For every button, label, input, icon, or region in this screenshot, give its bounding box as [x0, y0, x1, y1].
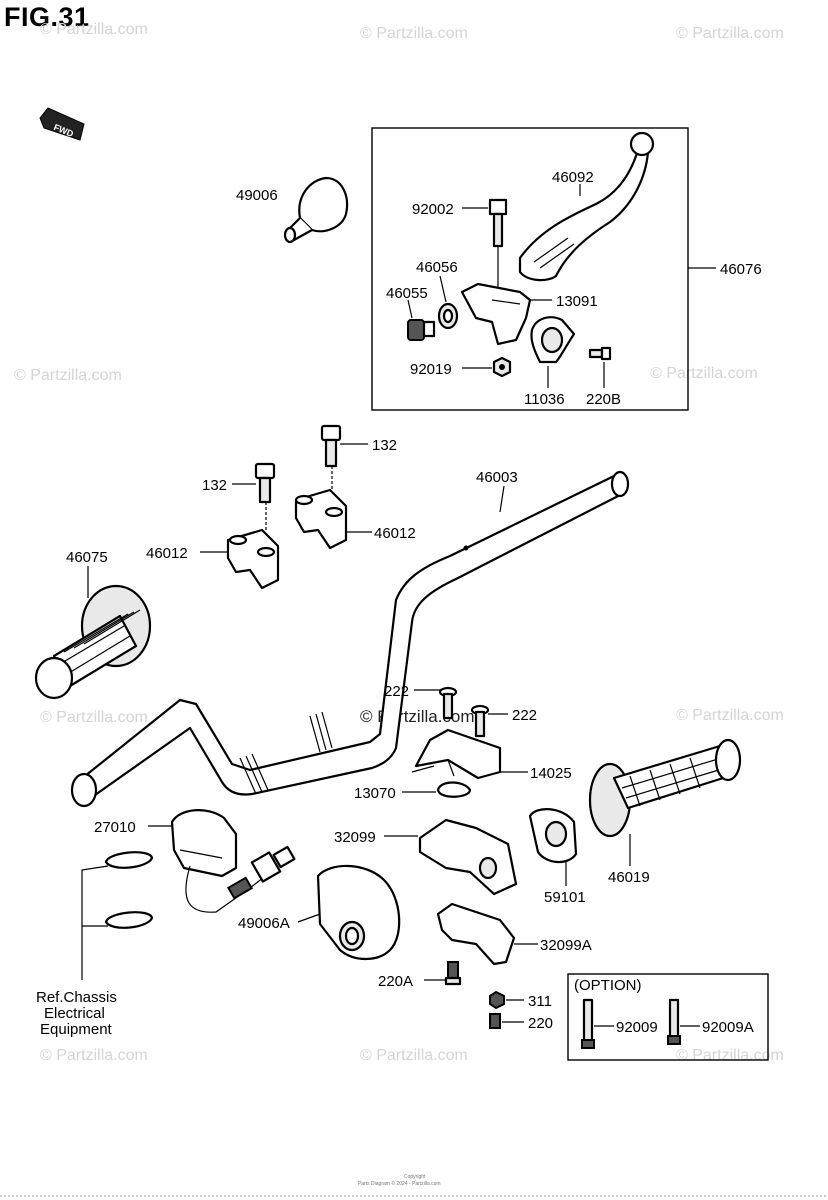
- part-59101: [528, 808, 578, 886]
- part-13091: [460, 282, 532, 346]
- part-92009A: [667, 998, 700, 1045]
- figure-title: FIG.31: [4, 2, 90, 32]
- label-132-lower: 132: [202, 477, 227, 494]
- fwd-arrow-icon: FWD: [39, 107, 85, 141]
- watermark: © Partzilla.com: [360, 25, 468, 42]
- label-220A: 220A: [378, 973, 413, 990]
- reference-note-line2: Electrical: [44, 1005, 105, 1022]
- label-14025: 14025: [530, 765, 572, 782]
- watermark: © Partzilla.com: [676, 25, 784, 42]
- watermark: © Partzilla.com: [40, 709, 148, 726]
- label-220: 220: [528, 1015, 553, 1032]
- part-222-a: [414, 686, 458, 720]
- label-92009A: 92009A: [702, 1019, 754, 1036]
- label-46075: 46075: [66, 549, 108, 566]
- label-222-b: 222: [512, 707, 537, 724]
- label-46019: 46019: [608, 869, 650, 886]
- part-132-upper: [320, 424, 368, 468]
- watermark-layer: © Partzilla.com © Partzilla.com © Partzi…: [14, 21, 784, 1064]
- label-46003: 46003: [476, 469, 518, 486]
- part-46019-grip: [588, 738, 742, 866]
- watermark: © Partzilla.com: [40, 1047, 148, 1064]
- center-watermark: © Partzilla.com: [360, 707, 475, 726]
- label-92009: 92009: [616, 1019, 658, 1036]
- label-46092: 46092: [552, 169, 594, 186]
- label-27010: 27010: [94, 819, 136, 836]
- part-27010-switch: [148, 809, 296, 913]
- part-311: [489, 990, 524, 1010]
- part-46056: [437, 302, 459, 330]
- watermark: © Partzilla.com: [676, 707, 784, 724]
- part-92002: [488, 198, 508, 290]
- part-220A: [424, 961, 462, 986]
- label-46012-lower: 46012: [146, 545, 188, 562]
- part-49006A: [297, 864, 401, 961]
- label-13070: 13070: [354, 785, 396, 802]
- leaders-lever: [407, 184, 605, 388]
- label-92002: 92002: [412, 201, 454, 218]
- part-32099A: [436, 902, 538, 966]
- part-92009: [581, 998, 614, 1049]
- part-46055: [407, 319, 436, 341]
- lever-assembly-box: [371, 127, 689, 411]
- label-59101: 59101: [544, 889, 586, 906]
- label-220B: 220B: [586, 391, 621, 408]
- part-labels: 49006 46092 92002 46056 46055 13091 4607…: [66, 169, 762, 1036]
- label-11036: 11036: [524, 391, 565, 408]
- part-11036: [530, 316, 576, 364]
- reference-note-line1: Ref.Chassis: [36, 989, 117, 1006]
- watermark: © Partzilla.com: [360, 1047, 468, 1064]
- footer: Copyright Parts Diagram © 2024 - Partzil…: [358, 1174, 441, 1187]
- part-220B: [588, 346, 612, 361]
- part-92019: [492, 356, 512, 378]
- label-132-upper: 132: [372, 437, 397, 454]
- label-46056: 46056: [416, 259, 458, 276]
- part-46012-lower: [200, 528, 280, 590]
- label-46055: 46055: [386, 285, 428, 302]
- part-32099: [384, 818, 518, 896]
- part-132-lower: [232, 462, 276, 504]
- watermark: © Partzilla.com: [40, 21, 148, 38]
- label-13091: 13091: [556, 293, 598, 310]
- cable-ties: [81, 851, 154, 980]
- part-14025: [411, 728, 528, 780]
- footer-line1: Copyright: [404, 1174, 426, 1180]
- part-222-b: [470, 704, 508, 738]
- reference-note-line3: Equipment: [40, 1021, 113, 1038]
- part-46012-upper: [294, 488, 372, 550]
- label-32099: 32099: [334, 829, 376, 846]
- label-46076: 46076: [720, 261, 762, 278]
- label-49006: 49006: [236, 187, 278, 204]
- footer-line2: Parts Diagram © 2024 - Partzilla.com: [358, 1180, 441, 1187]
- watermark: © Partzilla.com: [14, 367, 122, 384]
- part-13070: [402, 781, 472, 798]
- label-222-a: 222: [384, 683, 409, 700]
- part-46075-grip: [34, 566, 152, 700]
- label-92019: 92019: [410, 361, 452, 378]
- label-311: 311: [528, 993, 552, 1010]
- label-49006A: 49006A: [238, 915, 290, 932]
- part-49006: [283, 176, 349, 244]
- part-46003-handlebar: [70, 470, 630, 808]
- option-box-title: (OPTION): [574, 977, 642, 994]
- part-220: [489, 1013, 524, 1029]
- watermark: © Partzilla.com: [650, 365, 758, 382]
- part-46092: [518, 131, 655, 282]
- option-box: [567, 973, 769, 1061]
- reference-note: Ref.Chassis Electrical Equipment: [36, 989, 117, 1038]
- label-46012-upper: 46012: [374, 525, 416, 542]
- label-32099A: 32099A: [540, 937, 592, 954]
